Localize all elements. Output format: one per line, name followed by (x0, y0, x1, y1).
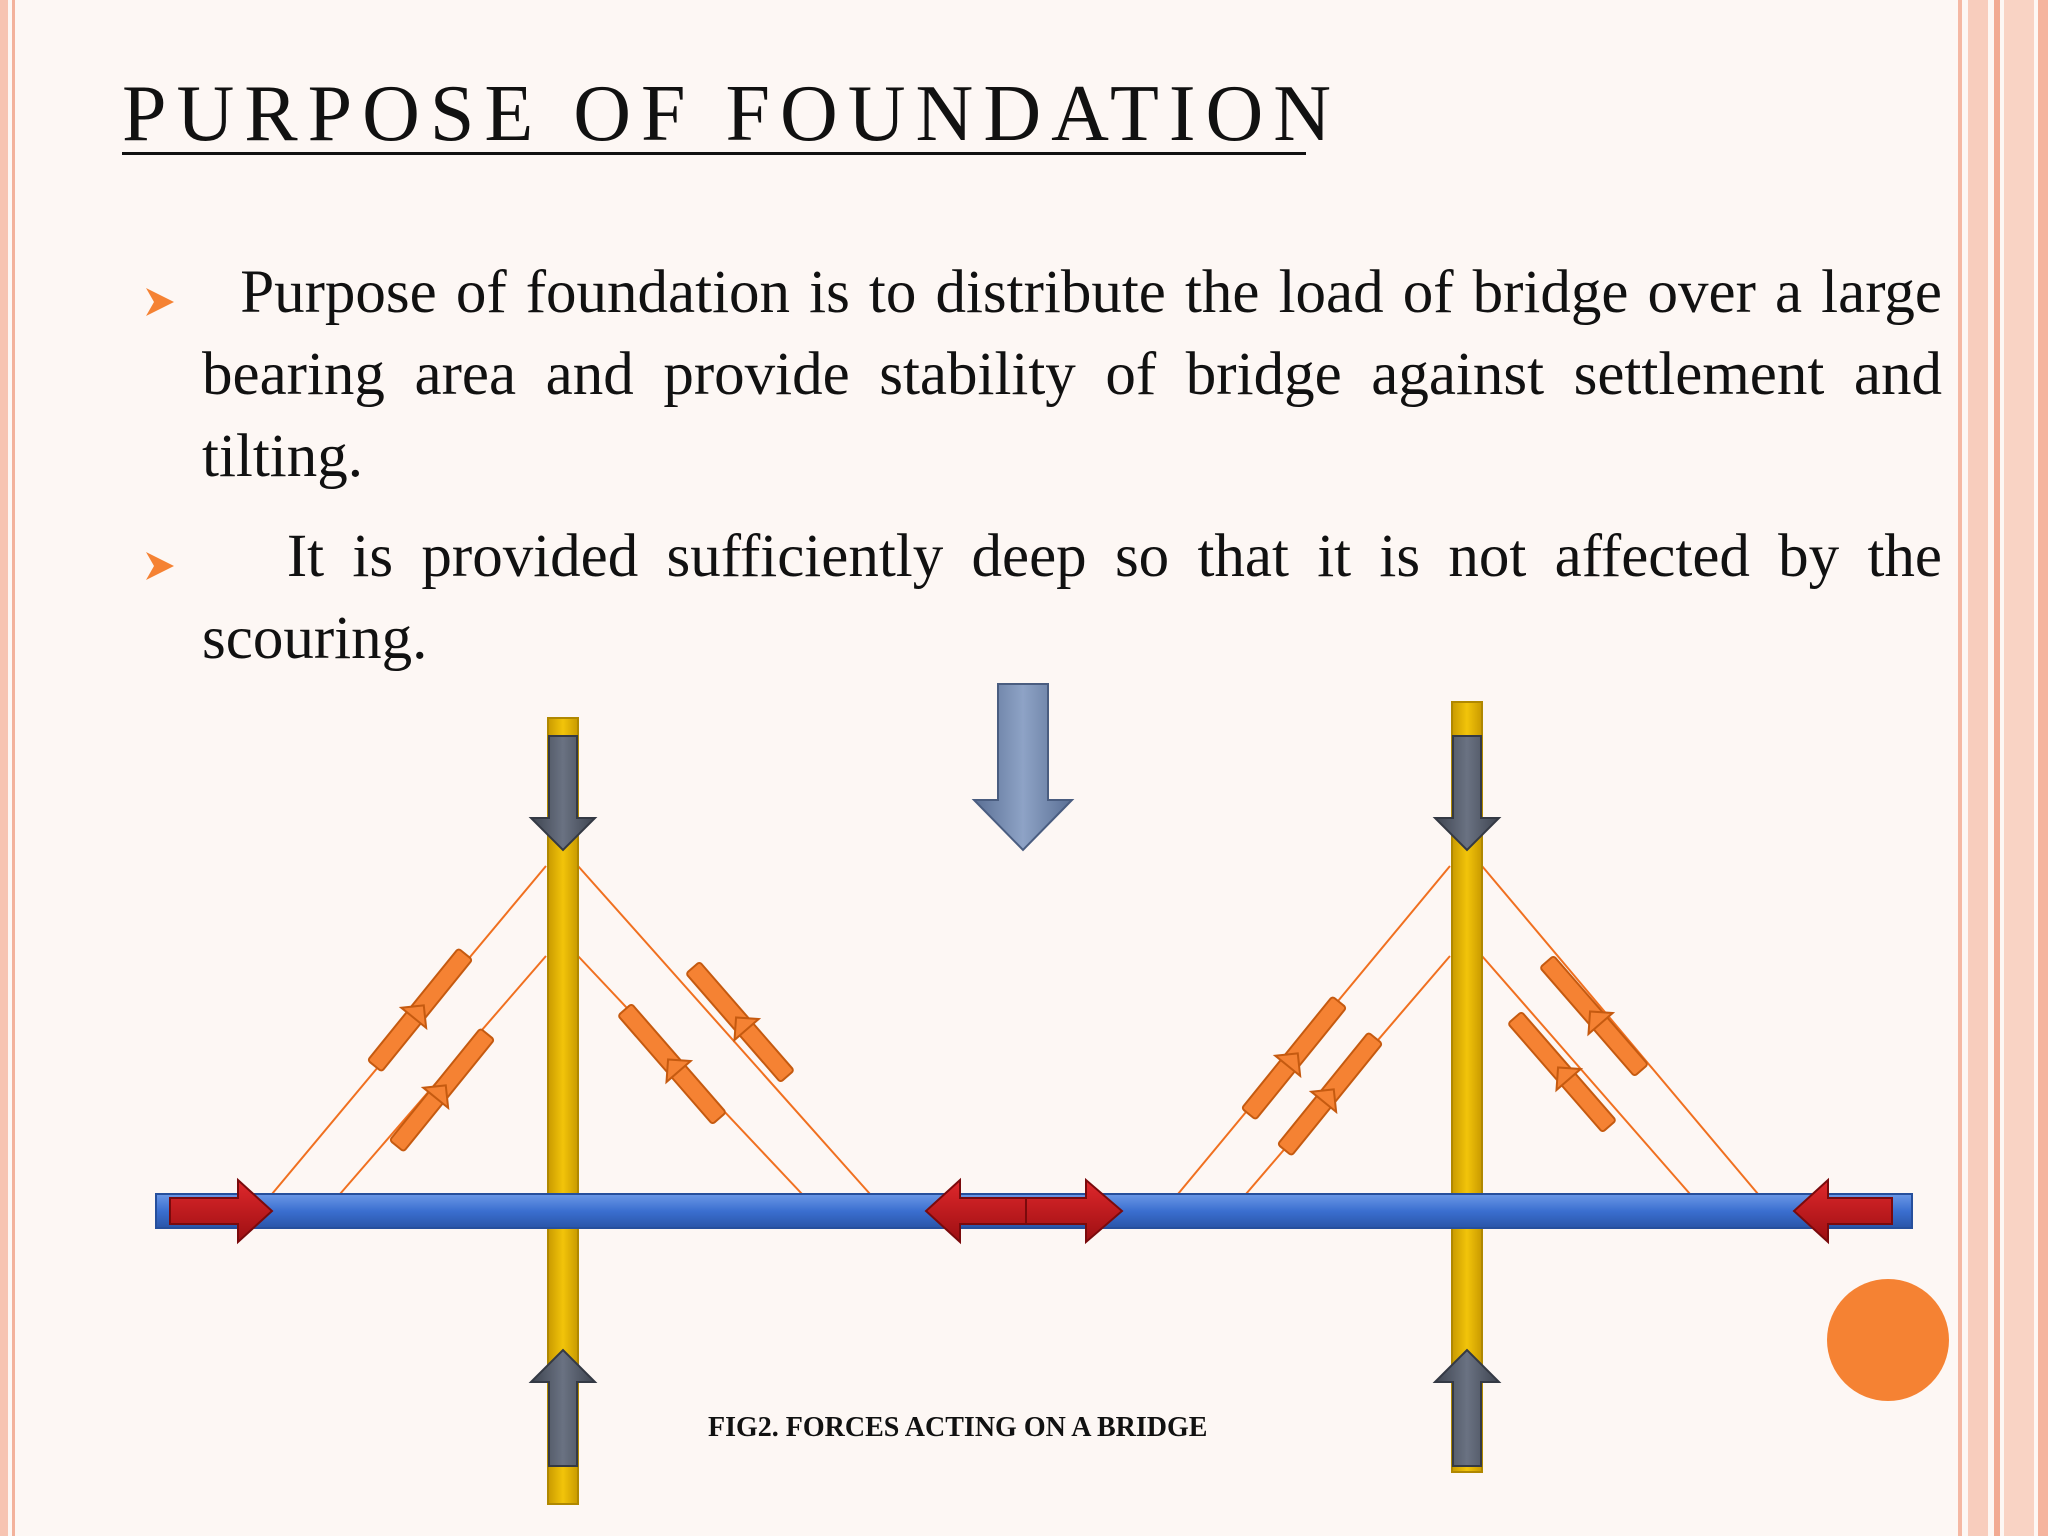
slide-title: PURPOSE OF FOUNDATION (122, 70, 1342, 158)
right-stripe-mid (1994, 0, 2000, 1536)
deck-arrow-left-icon (924, 1177, 1031, 1245)
foundation-reaction-arrow-icon (528, 1348, 1502, 1467)
deck-force-arrows (169, 1177, 1893, 1245)
arrowhead-bullet-icon (146, 288, 174, 316)
arrowhead-bullet-icon (146, 552, 174, 580)
tower-compression-arrow-icon (528, 735, 1502, 852)
deck-arrow-right-icon (169, 1177, 274, 1245)
left-stripe-outer (0, 0, 8, 1536)
right-stripe-wide (1968, 0, 1988, 1536)
bullet-text-1: Purpose of foundation is to distribute t… (202, 259, 1942, 490)
cable-tension-arrows (367, 948, 1648, 1156)
bullet-text-2: It is provided sufficiently deep so that… (202, 523, 1942, 672)
right-stripe-edge (2038, 0, 2048, 1536)
left-stripe-inner (12, 0, 15, 1536)
deck-arrow-right-icon (1025, 1177, 1124, 1245)
title-underline (122, 152, 1306, 155)
orange-circle-icon (1827, 1279, 1949, 1401)
deck-arrow-left-icon (1792, 1177, 1893, 1245)
load-arrow-down-icon (971, 683, 1075, 852)
right-stripe-thin (1958, 0, 1962, 1536)
right-stripe-band (2004, 0, 2034, 1536)
figure-caption: FIG2. FORCES ACTING ON A BRIDGE (708, 1412, 1208, 1443)
